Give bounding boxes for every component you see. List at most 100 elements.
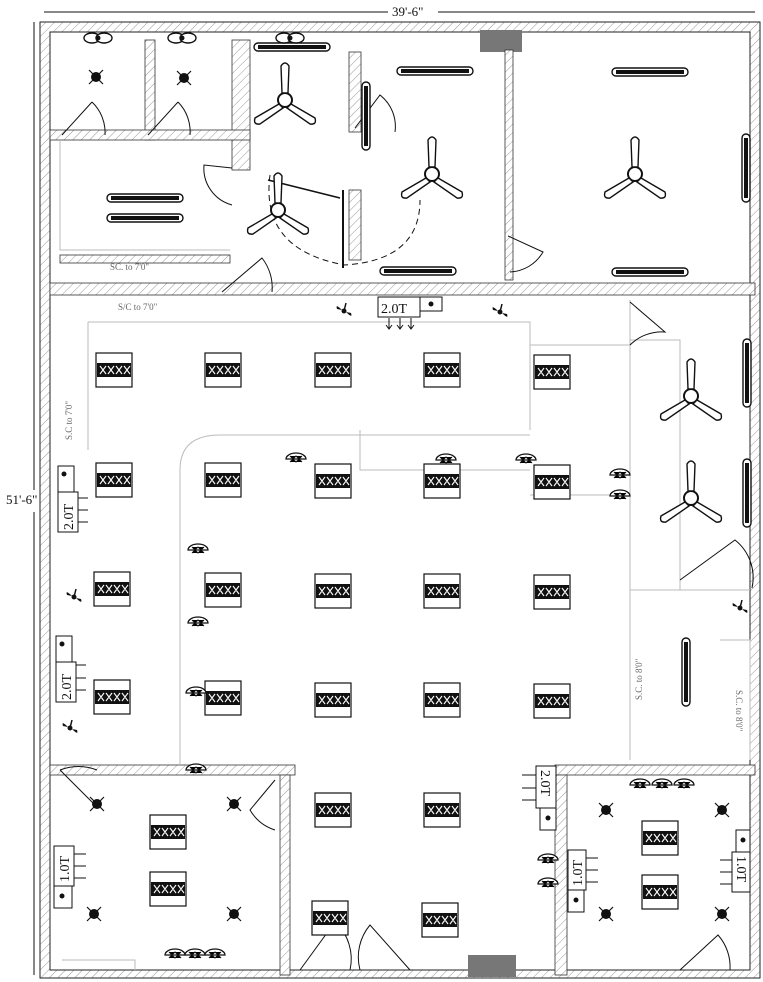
downlight-symbol bbox=[226, 906, 242, 922]
ac-label: 1.0T bbox=[571, 860, 586, 887]
downlight-symbol bbox=[88, 69, 104, 85]
wall-fan-symbol bbox=[335, 302, 353, 317]
panel-light-symbol bbox=[93, 571, 131, 607]
panel-light-symbol bbox=[533, 464, 571, 500]
downlight-symbol bbox=[598, 906, 614, 922]
ac-unit: 2.0T bbox=[522, 765, 557, 831]
column-top bbox=[480, 30, 522, 52]
panel-light-symbol bbox=[423, 352, 461, 388]
exhaust-fan-symbol bbox=[673, 778, 695, 789]
ac-unit: 1.0T bbox=[720, 829, 751, 893]
panel-light-symbol bbox=[641, 874, 679, 910]
panel-light-symbol bbox=[314, 792, 352, 828]
panel-light-symbol bbox=[423, 682, 461, 718]
tube-light-symbol bbox=[106, 193, 184, 203]
exhaust-fan-symbol bbox=[184, 948, 206, 959]
exhaust-fans bbox=[83, 32, 305, 44]
note-right-b: S.C. to 8'0" bbox=[734, 690, 744, 732]
exhaust-fan-symbol bbox=[167, 32, 197, 44]
wall-fans bbox=[61, 302, 749, 734]
panel-light-symbol bbox=[204, 680, 242, 716]
ceiling-fan-symbol bbox=[659, 460, 723, 524]
exhaust-fan-symbol bbox=[187, 616, 209, 627]
room-notes: SC. to 7'0" S/C to 7'0" S.C to 7'0" S.C.… bbox=[64, 262, 744, 732]
tube-light-symbol bbox=[611, 267, 689, 277]
ac-unit: 1.0T bbox=[567, 849, 598, 913]
panel-light-symbol bbox=[533, 574, 571, 610]
panel-light-symbol bbox=[204, 572, 242, 608]
downlight-symbol bbox=[86, 906, 102, 922]
wall-fan-symbol bbox=[731, 599, 749, 614]
ac-unit: 1.0T bbox=[53, 845, 86, 909]
panel-light-symbol bbox=[423, 792, 461, 828]
exhaust-fan-symbol bbox=[204, 948, 226, 959]
ac-unit: 2.0T bbox=[55, 635, 86, 703]
panel-lights bbox=[93, 352, 679, 938]
ceiling-fan-symbol bbox=[400, 136, 464, 200]
width-dimension-label: 39'-6" bbox=[392, 4, 423, 19]
ceiling-fan-symbol bbox=[659, 358, 723, 422]
exhaust-fan-symbol bbox=[185, 686, 207, 697]
ac-label: 2.0T bbox=[381, 302, 408, 317]
ac-label: 2.0T bbox=[537, 770, 552, 797]
panel-light-symbol bbox=[314, 463, 352, 499]
ceiling-fan-symbol bbox=[603, 136, 667, 200]
note-right-a: S.C. to 8'0" bbox=[634, 658, 644, 700]
exhaust-fan-symbol bbox=[275, 32, 305, 44]
tube-light-symbol bbox=[361, 81, 371, 151]
exhaust-fan-symbol bbox=[164, 948, 186, 959]
wall-fan-symbol bbox=[61, 719, 79, 734]
exhaust-fan-symbol bbox=[285, 452, 307, 463]
tube-light-symbol bbox=[253, 42, 331, 52]
exhaust-fan-symbol bbox=[435, 453, 457, 464]
tube-light-symbol bbox=[742, 458, 752, 528]
panel-light-symbol bbox=[423, 463, 461, 499]
panel-light-symbol bbox=[311, 900, 349, 936]
downlight-symbol bbox=[176, 70, 192, 86]
panel-light-symbol bbox=[149, 871, 187, 907]
ac-label: 2.0T bbox=[60, 674, 75, 701]
tube-light-symbol bbox=[741, 133, 751, 203]
panel-light-symbol bbox=[533, 354, 571, 390]
wall-fan-symbol bbox=[491, 303, 509, 318]
ac-label: 2.0T bbox=[62, 504, 77, 531]
panel-light-symbol bbox=[641, 820, 679, 856]
panel-light-symbol bbox=[95, 462, 133, 498]
panel-light-symbol bbox=[533, 683, 571, 719]
tube-light-symbol bbox=[681, 637, 691, 707]
note-corridor: S/C to 7'0" bbox=[118, 302, 158, 312]
panel-light-symbol bbox=[314, 352, 352, 388]
wall-fan-symbol bbox=[65, 588, 83, 603]
downlight-symbol bbox=[598, 802, 614, 818]
note-store: SC. to 7'0" bbox=[110, 262, 149, 272]
ac-unit: 2.0T bbox=[377, 296, 443, 330]
tube-light-symbol bbox=[742, 338, 752, 408]
partitions bbox=[59, 140, 751, 970]
tube-light-symbol bbox=[379, 266, 457, 276]
exhaust-fan-symbol bbox=[609, 489, 631, 500]
panel-light-symbol bbox=[423, 573, 461, 609]
downlight-symbol bbox=[714, 802, 730, 818]
downlight-symbol bbox=[89, 796, 105, 812]
panel-light-symbol bbox=[421, 902, 459, 938]
exhaust-fan-symbol bbox=[187, 543, 209, 554]
panel-light-symbol bbox=[204, 462, 242, 498]
panel-light-symbol bbox=[149, 814, 187, 850]
height-dimension-label: 51'-6" bbox=[6, 492, 37, 507]
panel-light-symbol bbox=[95, 352, 133, 388]
width-dimension: 39'-6" bbox=[44, 3, 755, 19]
exhaust-fan-symbol bbox=[629, 778, 651, 789]
panel-light-symbol bbox=[314, 573, 352, 609]
exhaust-fan-symbol bbox=[515, 453, 537, 464]
ceiling-fan-symbol bbox=[246, 172, 310, 236]
tube-light-symbol bbox=[106, 213, 184, 223]
exhaust-fan-symbol bbox=[651, 778, 673, 789]
interior-walls bbox=[49, 39, 756, 976]
ac-label: 1.0T bbox=[58, 856, 73, 883]
column-bottom bbox=[468, 955, 516, 977]
ac-unit: 2.0T bbox=[57, 465, 88, 533]
downlight-symbol bbox=[226, 796, 242, 812]
note-left: S.C to 7'0" bbox=[64, 401, 74, 440]
panel-light-symbol bbox=[204, 352, 242, 388]
